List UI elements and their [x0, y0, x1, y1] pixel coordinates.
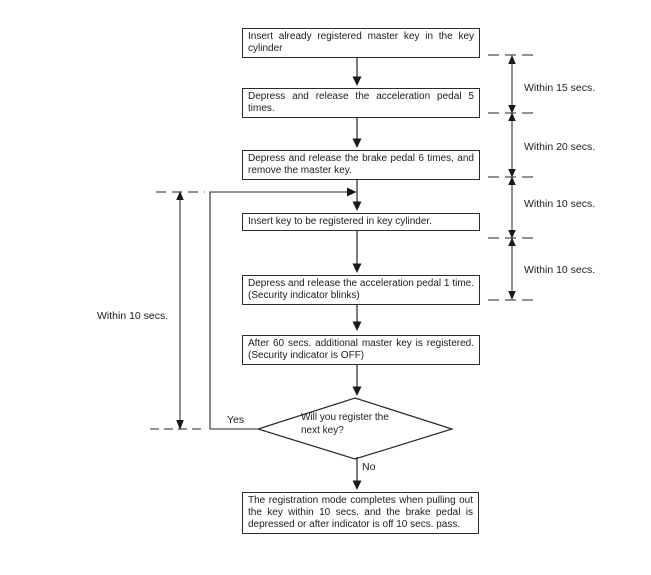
- no-branch-label: No: [362, 461, 376, 473]
- step-box-4: Insert key to be registered in key cylin…: [242, 213, 480, 231]
- flow-arrow-5: [352, 321, 362, 331]
- right-dim-arrow-4-down: [508, 291, 516, 300]
- decision-question: Will you register the next key?: [301, 412, 389, 436]
- right-dim-arrow-4-up: [508, 237, 516, 246]
- loop-arrow: [347, 187, 357, 197]
- right-dim-arrow-1-up: [508, 55, 516, 64]
- flow-arrow-7: [352, 480, 362, 490]
- right-dim-arrow-3-up: [508, 176, 516, 185]
- timing-label-right-2: Within 20 secs.: [524, 141, 596, 153]
- right-dim-arrow-2-up: [508, 112, 516, 121]
- yes-branch-label: Yes: [227, 414, 245, 426]
- timing-label-right-1: Within 15 secs.: [524, 82, 596, 94]
- right-dim-arrow-3-down: [508, 230, 516, 239]
- timing-label-right-4: Within 10 secs.: [524, 264, 596, 276]
- step-box-7: The registration mode completes when pul…: [242, 492, 479, 534]
- flow-arrow-2: [352, 138, 362, 148]
- step-box-1: Insert already registered master key in …: [242, 28, 480, 58]
- flow-arrow-3: [352, 201, 362, 211]
- decision-diamond: [255, 397, 455, 460]
- timing-label-right-3: Within 10 secs.: [524, 198, 596, 210]
- timing-label-left: Within 10 secs.: [97, 310, 169, 322]
- step-box-2: Depress and release the acceleration ped…: [242, 88, 480, 118]
- flow-arrow-1: [352, 76, 362, 86]
- step-box-6: After 60 secs. additional master key is …: [242, 335, 480, 365]
- flow-arrow-4: [352, 263, 362, 273]
- step-box-3: Depress and release the brake pedal 6 ti…: [242, 150, 480, 180]
- flow-arrow-6: [352, 386, 362, 396]
- right-dim-arrow-1-down: [508, 105, 516, 114]
- right-dim-arrow-2-down: [508, 169, 516, 178]
- left-dim-arrow-up: [176, 191, 184, 200]
- loop-line: [209, 191, 347, 430]
- left-dim-arrow-down: [176, 420, 184, 430]
- step-box-5: Depress and release the acceleration ped…: [242, 275, 480, 305]
